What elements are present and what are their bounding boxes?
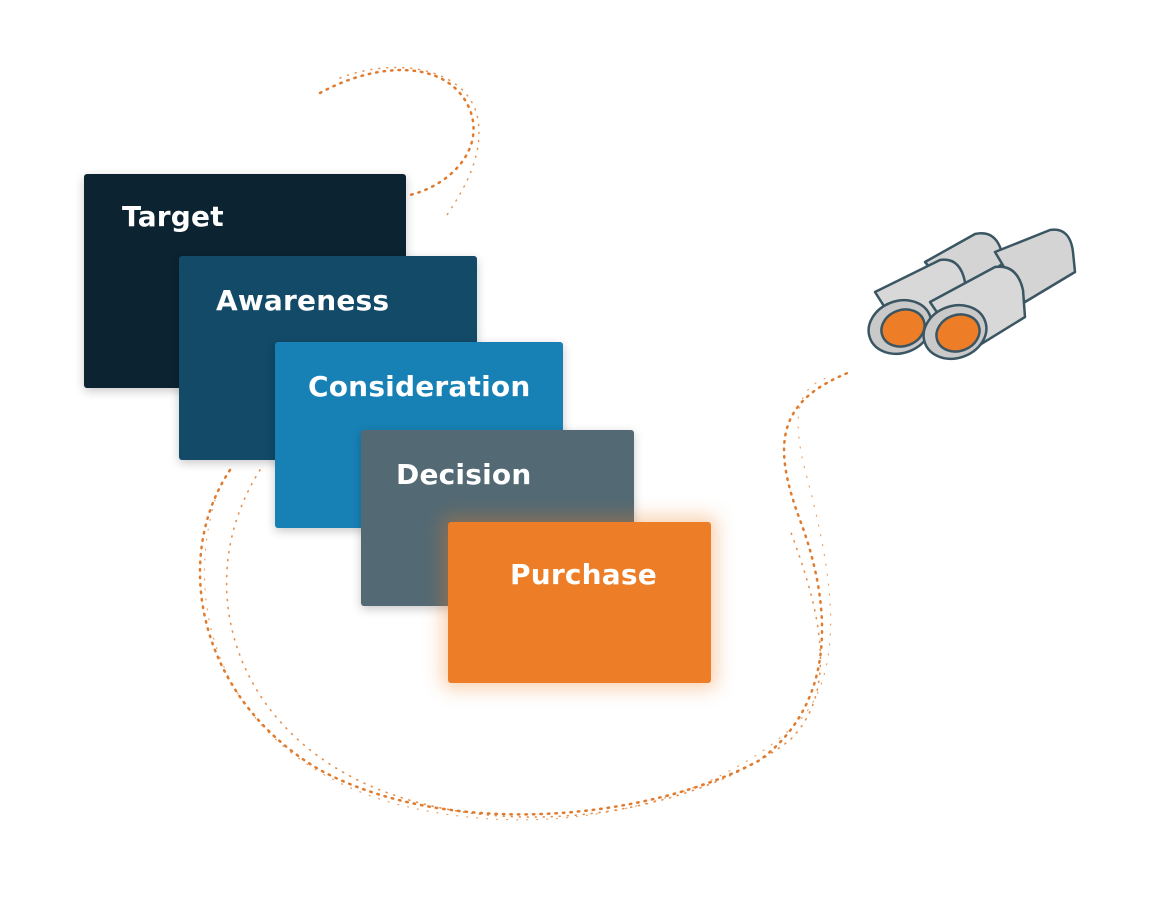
binoculars-icon (855, 222, 1080, 367)
stage-card-purchase: Purchase (448, 522, 711, 683)
stage-label-awareness: Awareness (216, 284, 390, 317)
stage-label-purchase: Purchase (510, 558, 657, 591)
stage-label-target: Target (122, 200, 224, 233)
stage-label-consideration: Consideration (308, 370, 531, 403)
stage-label-decision: Decision (396, 458, 532, 491)
